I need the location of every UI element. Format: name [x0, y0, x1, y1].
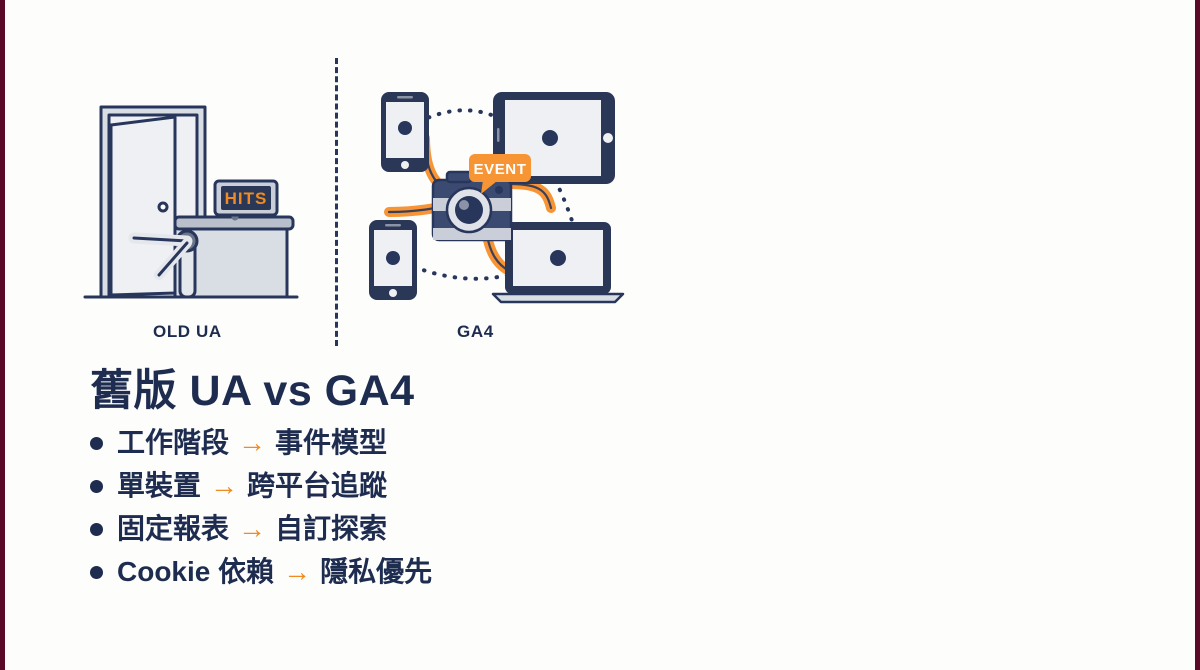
device-phone-bottom — [369, 220, 417, 300]
bullet-from: 工作階段 — [117, 427, 230, 459]
bullet-dot-icon — [90, 436, 103, 450]
bullet-to: 隱私優先 — [320, 556, 433, 588]
bullet-dot-icon — [90, 522, 103, 536]
old-ua-illustration: HITS — [75, 95, 305, 310]
list-item: 單裝置 → 跨平台追蹤 — [90, 472, 1110, 500]
bullet-to: 自訂探索 — [275, 513, 388, 545]
arrow-right-icon: → — [283, 556, 312, 588]
ga4-illustration: EVENT — [365, 80, 635, 310]
page-title: 舊版 UA vs GA4 — [90, 367, 415, 415]
arrow-right-icon: → — [238, 427, 267, 459]
arrow-right-icon: → — [238, 513, 267, 545]
event-badge-text: EVENT — [473, 161, 526, 178]
comparison-list: 工作階段 → 事件模型 單裝置 → 跨平台追蹤 固定報表 → 自訂探索 Cook… — [90, 429, 1110, 586]
label-old-ua: OLD UA — [153, 322, 222, 341]
list-item: 工作階段 → 事件模型 — [90, 429, 1110, 457]
arrow-right-icon: → — [210, 470, 239, 502]
hits-screen-text: HITS — [225, 189, 268, 208]
bullet-to: 跨平台追蹤 — [247, 470, 388, 502]
device-laptop — [491, 222, 625, 304]
illustration-area: HITS — [5, 0, 665, 360]
event-badge: EVENT — [469, 154, 531, 194]
bullet-from: Cookie 依賴 — [117, 556, 275, 588]
list-item: Cookie 依賴 → 隱私優先 — [90, 558, 1110, 586]
device-phone-top — [381, 92, 429, 172]
bullet-from: 單裝置 — [117, 470, 202, 502]
bullet-to: 事件模型 — [275, 427, 388, 459]
bullet-from: 固定報表 — [117, 513, 230, 545]
content-block: 舊版 UA vs GA4 工作階段 → 事件模型 單裝置 → 跨平台追蹤 固定報… — [90, 367, 1110, 601]
label-ga4: GA4 — [457, 322, 494, 341]
bullet-dot-icon — [90, 565, 103, 579]
camera-icon — [431, 170, 513, 242]
list-item: 固定報表 → 自訂探索 — [90, 515, 1110, 543]
panel-divider — [335, 58, 338, 346]
bullet-dot-icon — [90, 479, 103, 493]
